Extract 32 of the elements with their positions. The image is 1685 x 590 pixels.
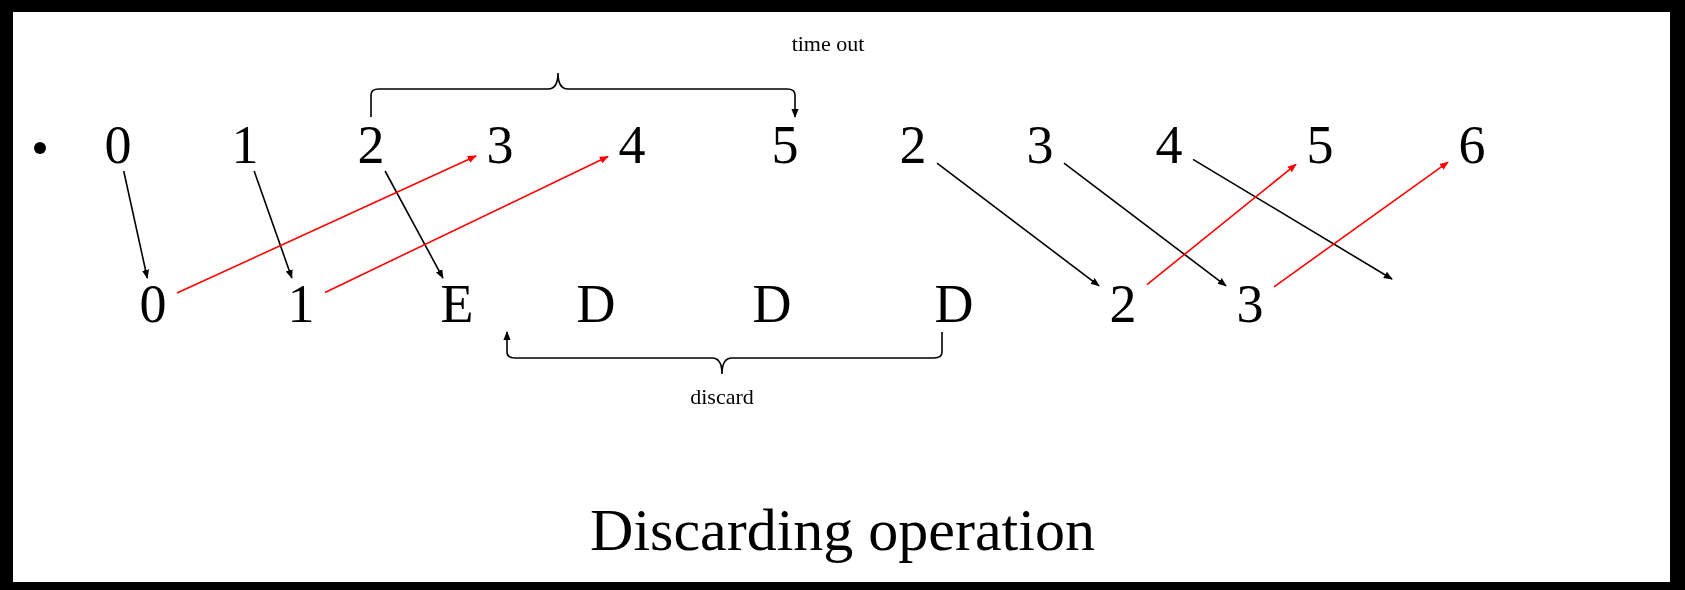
sequence-symbol: 5 [771, 119, 799, 171]
sequence-symbol: 0 [139, 278, 167, 330]
arrow [324, 155, 609, 294]
arrow [1063, 162, 1227, 287]
sequence-symbol: 3 [1026, 119, 1054, 171]
sequence-symbol: 1 [287, 278, 315, 330]
sequence-symbol: 3 [486, 119, 514, 171]
bracket-arrow [370, 72, 799, 118]
sequence-symbol: 0 [104, 119, 132, 171]
arrow [1192, 158, 1393, 280]
sequence-symbol: 4 [618, 119, 646, 171]
sequence-symbol: E [440, 278, 474, 330]
sequence-symbol: D [934, 278, 974, 330]
sequence-symbol: 4 [1155, 119, 1183, 171]
arrow [176, 155, 477, 294]
diagram-title: Discarding operation [590, 497, 1095, 563]
arrow [384, 170, 444, 279]
sequence-symbol: 6 [1458, 119, 1486, 171]
sequence-symbol: 2 [1109, 278, 1137, 330]
bracket-arrow [503, 331, 943, 375]
sequence-symbol: D [576, 278, 616, 330]
sequence-symbol: 5 [1306, 119, 1334, 171]
sequence-symbol: D [752, 278, 792, 330]
arrow [253, 170, 293, 279]
arrow [122, 170, 150, 279]
arrow [936, 162, 1100, 287]
sequence-symbol: 1 [231, 119, 259, 171]
sequence-symbol: 3 [1236, 278, 1264, 330]
arrow [1146, 163, 1297, 286]
arrow [1273, 161, 1449, 288]
sequence-symbol: 2 [357, 119, 385, 171]
sequence-symbol: 2 [899, 119, 927, 171]
